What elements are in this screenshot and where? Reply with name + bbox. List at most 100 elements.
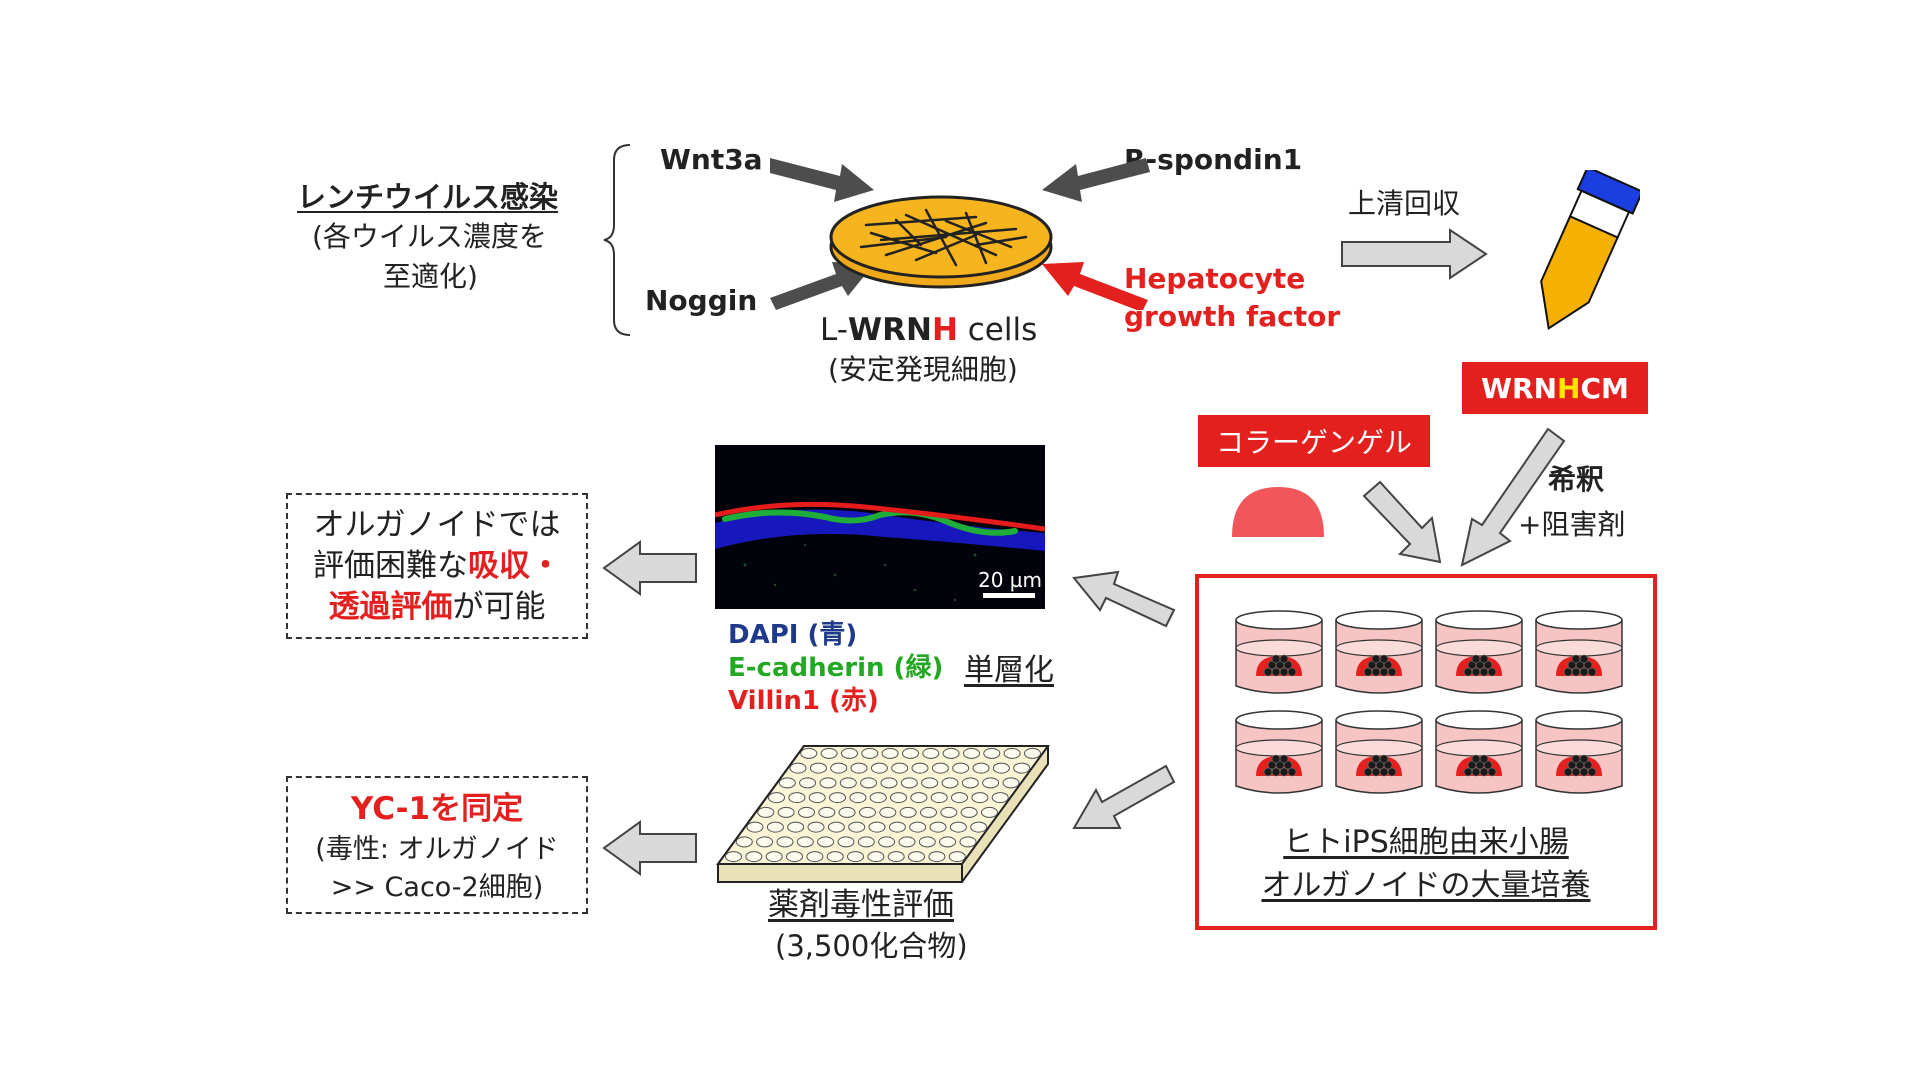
plate-well <box>847 851 864 863</box>
plate-well <box>951 792 968 804</box>
plate-well <box>911 762 929 774</box>
to-monolayer-arrow-icon <box>1072 570 1176 628</box>
plate-well <box>787 821 805 833</box>
plate-well <box>887 851 905 863</box>
plate-well <box>949 821 967 833</box>
transwell-icon <box>1535 610 1623 694</box>
plate-well <box>972 762 990 774</box>
plate-well <box>757 806 775 818</box>
legend-dapi: DAPI (青) <box>728 620 858 650</box>
plate-well <box>869 792 887 804</box>
plate-well <box>982 777 1000 789</box>
wnt3a-arrow-icon <box>770 158 874 202</box>
absorption-line1: オルガノイドでは <box>313 507 561 543</box>
yc1-line3: >> Caco-2細胞) <box>330 872 544 903</box>
plate-well <box>745 851 763 863</box>
plate-well <box>857 836 875 848</box>
plate-well <box>941 777 959 789</box>
plate-well <box>1002 777 1020 789</box>
collagen-label: コラーゲンゲル <box>1198 415 1430 467</box>
hgf-arrow-icon <box>1042 262 1148 310</box>
plate-well <box>970 821 988 833</box>
absorption-line2: 評価困難な吸収・ <box>288 551 586 582</box>
yc1-result-box: YC-1を同定 (毒性: オルガノイド >> Caco-2細胞) <box>286 776 588 914</box>
micrograph-image <box>715 445 1045 609</box>
plate-well <box>963 747 980 759</box>
lentivirus-title: レンチウイルス感染 <box>297 180 559 214</box>
plate-well <box>870 762 888 774</box>
plate-well <box>849 792 867 804</box>
wrnh-cm-h: H <box>1557 371 1581 405</box>
drug-tox-title: 薬剤毒性評価 <box>768 887 954 923</box>
plate-well <box>881 747 899 759</box>
plate-well <box>939 836 957 848</box>
plate-well <box>788 792 806 804</box>
plate-well <box>839 777 857 789</box>
plate-well <box>799 777 817 789</box>
plate-well <box>971 792 989 804</box>
transwell-icon <box>1235 610 1323 694</box>
dilution-label-line2: +阻害剤 <box>1518 508 1626 541</box>
to-absorption-arrow-icon <box>602 540 697 596</box>
plate-well <box>930 792 948 804</box>
organoid-culture-box <box>1195 574 1657 930</box>
cells-sub-label: (安定発現細胞) <box>828 353 1018 386</box>
plate-well <box>850 762 868 774</box>
supernatant-arrow-icon <box>1341 228 1488 280</box>
plate-well <box>922 747 940 759</box>
plate-well <box>961 777 979 789</box>
plate-well <box>841 747 858 759</box>
noggin-label: Noggin <box>645 284 758 317</box>
plate-well <box>776 836 794 848</box>
plate-well <box>735 836 753 848</box>
absorption-result-box: オルガノイドでは 評価困難な吸収・ 透過評価が可能 <box>286 493 588 639</box>
absorption-line2-a: 評価困難な <box>313 548 468 584</box>
plate-well <box>891 762 909 774</box>
plate-well <box>818 806 836 818</box>
plate-well <box>817 836 835 848</box>
plate-well <box>910 792 928 804</box>
plate-well <box>867 851 885 863</box>
conical-tube-icon <box>1540 170 1640 331</box>
transwell-icon <box>1235 710 1323 794</box>
plate-well <box>838 806 856 818</box>
plate-well <box>942 747 960 759</box>
plate-well <box>1024 747 1041 759</box>
absorption-line3-b: が可能 <box>452 589 546 625</box>
plate-well <box>921 777 939 789</box>
plate-well <box>868 821 886 833</box>
legend-ecadherin: E-cadherin (緑) <box>728 653 944 683</box>
hgf-label-line2: growth factor <box>1124 300 1341 333</box>
plate-well <box>860 777 878 789</box>
culture-dish-icon <box>829 195 1053 289</box>
organoid-culture-line2: オルガノイドの大量培養 <box>1261 868 1591 903</box>
plate-wells <box>725 747 1041 863</box>
plate-well <box>798 806 815 818</box>
plate-well <box>929 821 947 833</box>
cells-label: L-WRNH cells <box>820 315 1037 346</box>
rspondin1-label: R-spondin1 <box>1124 143 1303 176</box>
plate-well <box>959 836 977 848</box>
wnt3a-label: Wnt3a <box>660 143 763 176</box>
well-plate-icon <box>716 745 1050 883</box>
to-plate-arrow-icon <box>1072 764 1176 829</box>
plate-well <box>918 836 936 848</box>
transwell-icon <box>1435 710 1523 794</box>
plate-well <box>768 792 785 804</box>
lentivirus-line2: (各ウイルス濃度を <box>312 220 547 253</box>
plate-well <box>859 806 876 818</box>
drug-tox-count: (3,500化合物) <box>775 929 968 963</box>
plate-well <box>928 851 946 863</box>
plate-well <box>777 806 795 818</box>
legend-villin: Villin1 (赤) <box>728 686 879 716</box>
plate-well <box>806 851 824 863</box>
monolayer-label: 単層化 <box>964 653 1054 688</box>
plate-well <box>826 851 844 863</box>
plate-well <box>983 747 1001 759</box>
absorption-line2-b: 吸収・ <box>468 548 561 584</box>
transwell-icon <box>1335 710 1423 794</box>
plate-well <box>890 792 907 804</box>
cells-h: H <box>931 312 958 348</box>
absorption-line3-a: 透過評価 <box>328 589 453 625</box>
